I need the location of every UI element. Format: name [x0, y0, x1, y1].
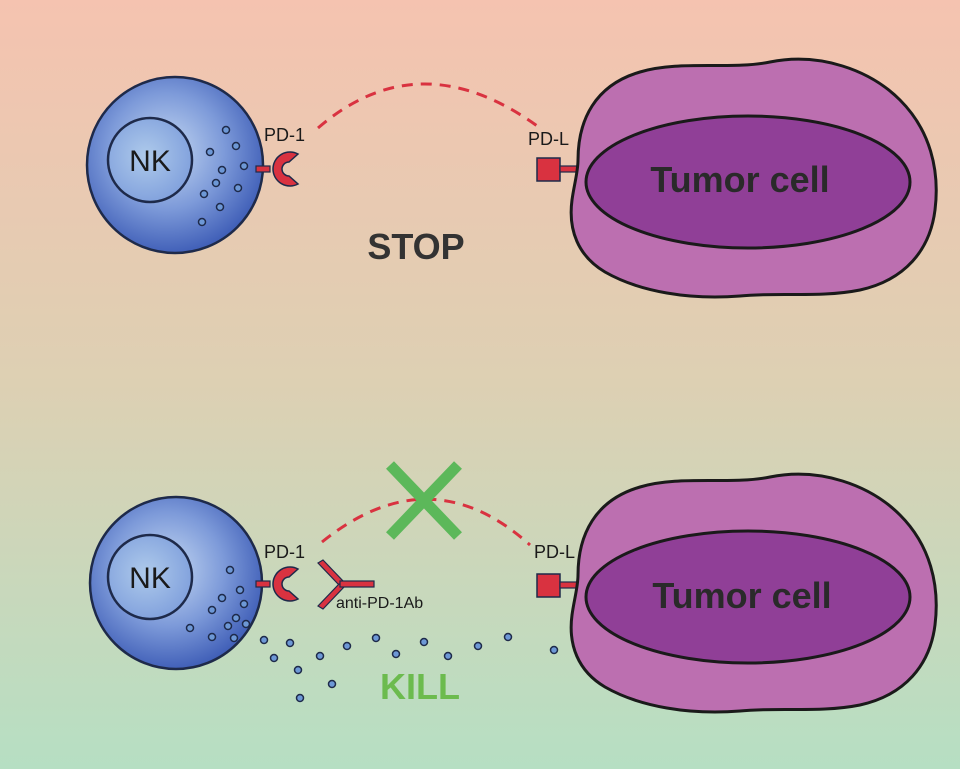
interaction-arc-top — [317, 82, 541, 130]
pd-l-label: PD-L — [528, 129, 569, 149]
tumor-cell-top: Tumor cell — [569, 57, 938, 299]
pd-l-ligand-top — [536, 157, 585, 182]
released-granules — [259, 632, 559, 703]
nk-nucleus — [106, 533, 194, 621]
nk-label: NK — [129, 562, 171, 595]
top-panel: NK PD-1 PD-L — [85, 57, 938, 299]
stop-label: STOP — [367, 226, 464, 267]
tumor-label: Tumor cell — [650, 159, 829, 200]
antibody-icon — [317, 559, 375, 610]
nk-cell-top: NK — [85, 75, 265, 255]
kill-label: KILL — [380, 666, 460, 707]
granules-bottom — [185, 565, 251, 643]
tumor-nucleus — [584, 114, 912, 250]
antibody-label: anti-PD-1Ab — [336, 595, 423, 612]
nk-label: NK — [129, 145, 171, 178]
pd-l-label: PD-L — [534, 542, 575, 562]
pd1-receptor-top — [255, 151, 300, 187]
block-x-icon — [386, 461, 462, 540]
nk-nucleus — [106, 116, 194, 204]
pd-l-ligand-bottom — [536, 573, 585, 598]
tumor-nucleus — [584, 529, 912, 665]
nk-cell-bottom: NK — [88, 495, 264, 671]
tumor-label: Tumor cell — [652, 575, 831, 616]
pd1-label: PD-1 — [264, 125, 305, 145]
pd1-label: PD-1 — [264, 542, 305, 562]
bottom-panel: NK PD-1 anti-PD-1Ab — [88, 461, 938, 714]
pd1-receptor-bottom — [255, 566, 300, 602]
granules-top — [197, 125, 249, 227]
tumor-cell-bottom: Tumor cell — [569, 472, 938, 714]
